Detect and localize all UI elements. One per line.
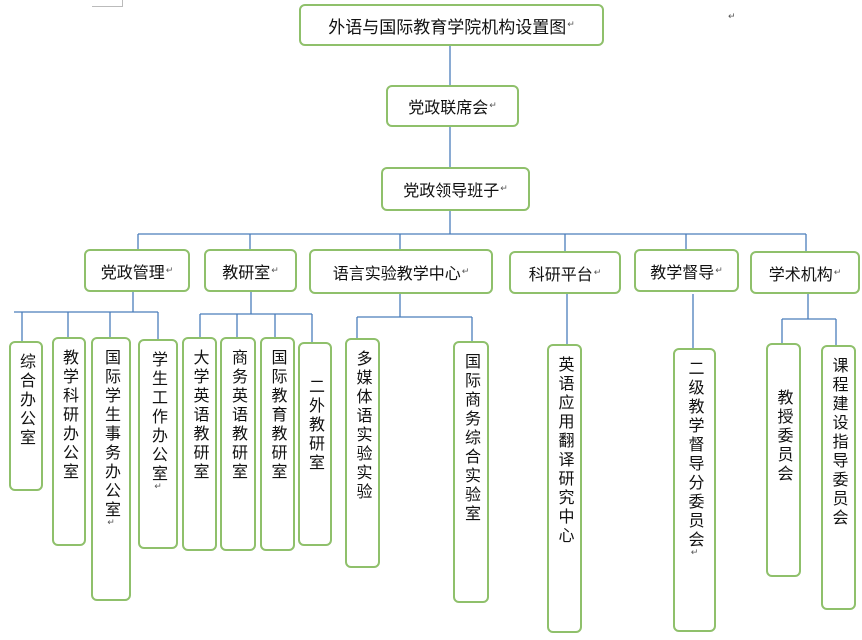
paragraph-mark: ↵ xyxy=(271,265,279,276)
node-student-work-office: 学生工作办公室 ↵ xyxy=(138,339,178,549)
paragraph-mark: ↵ xyxy=(107,518,115,528)
node-research-office: 教学科研办公室 xyxy=(52,337,86,546)
paragraph-mark: ↵ xyxy=(833,267,842,278)
node-multimedia-lab: 多媒体语实验实验 xyxy=(345,338,380,568)
node-title: 外语与国际教育学院机构设置图↵ xyxy=(299,4,604,46)
node-lang-lab-center: 语言实验教学中心↵ xyxy=(309,249,493,294)
node-title-label: 外语与国际教育学院机构设置图 xyxy=(328,17,567,38)
node-teaching-research-label: 教研室 xyxy=(222,262,271,282)
node-curriculum-committee: 课程建设指导委员会 xyxy=(821,345,856,610)
node-business-english: 商务英语教研室 xyxy=(220,337,256,551)
node-academic-label: 学术机构 xyxy=(768,264,833,284)
paragraph-mark: ↵ xyxy=(715,265,723,276)
node-translation-center-label: 英语应用翻译研究中心 xyxy=(555,356,575,546)
node-leadership-label: 党政领导班子 xyxy=(403,181,500,200)
node-teaching-supervision-label: 教学督导 xyxy=(650,262,715,282)
node-second-foreign-label: 二外教研室 xyxy=(306,378,325,473)
node-research-platform-label: 科研平台 xyxy=(528,264,593,284)
node-student-work-office-label: 学生工作办公室 xyxy=(149,351,168,484)
node-intl-student-office-label: 国际学生事务办公室 xyxy=(102,349,121,520)
paragraph-mark: ↵ xyxy=(154,482,162,492)
node-professors-committee-label: 教授委员会 xyxy=(774,389,794,484)
node-teaching-research: 教研室↵ xyxy=(204,249,297,292)
paragraph-mark: ↵ xyxy=(567,20,575,30)
node-multimedia-lab-label: 多媒体语实验实验 xyxy=(353,350,373,502)
node-intl-education: 国际教育教研室 xyxy=(260,337,295,551)
node-intl-business-lab-label: 国际商务综合实验室 xyxy=(462,353,481,524)
node-party-admin-label: 党政管理 xyxy=(100,262,165,282)
paragraph-mark: ↵ xyxy=(593,267,602,278)
node-curriculum-committee-label: 课程建设指导委员会 xyxy=(829,357,849,528)
node-supervision-sub-label: 二级教学督导分委员会 xyxy=(685,360,705,550)
paragraph-mark: ↵ xyxy=(489,101,497,111)
node-college-english-label: 大学英语教研室 xyxy=(190,349,210,482)
node-college-english: 大学英语教研室 xyxy=(182,337,217,551)
node-business-english-label: 商务英语教研室 xyxy=(229,349,248,482)
node-council: 党政联席会↵ xyxy=(386,85,519,127)
paragraph-mark: ↵ xyxy=(165,265,174,276)
node-general-office-label: 综合办公室 xyxy=(17,353,36,448)
node-professors-committee: 教授委员会 xyxy=(766,343,801,577)
node-intl-education-label: 国际教育教研室 xyxy=(268,349,288,482)
node-academic: 学术机构↵ xyxy=(750,251,860,294)
corner-mark xyxy=(92,0,123,7)
node-intl-business-lab: 国际商务综合实验室 xyxy=(453,341,489,603)
node-research-office-label: 教学科研办公室 xyxy=(60,349,79,482)
paragraph-mark: ↵ xyxy=(461,266,470,277)
node-teaching-supervision: 教学督导↵ xyxy=(634,249,739,292)
node-lang-lab-center-label: 语言实验教学中心 xyxy=(332,263,461,283)
node-translation-center: 英语应用翻译研究中心 xyxy=(547,344,582,633)
node-research-platform: 科研平台↵ xyxy=(509,251,621,294)
paragraph-mark: ↵ xyxy=(690,548,699,558)
node-party-admin: 党政管理↵ xyxy=(84,249,190,292)
node-general-office: 综合办公室 xyxy=(9,341,43,491)
node-leadership: 党政领导班子↵ xyxy=(381,167,530,211)
node-intl-student-office: 国际学生事务办公室 ↵ xyxy=(91,337,131,601)
paragraph-mark: ↵ xyxy=(728,12,736,22)
node-second-foreign: 二外教研室 xyxy=(298,342,332,546)
node-council-label: 党政联席会 xyxy=(408,98,489,117)
paragraph-mark: ↵ xyxy=(500,184,508,194)
node-supervision-sub: 二级教学督导分委员会 ↵ xyxy=(673,348,716,632)
